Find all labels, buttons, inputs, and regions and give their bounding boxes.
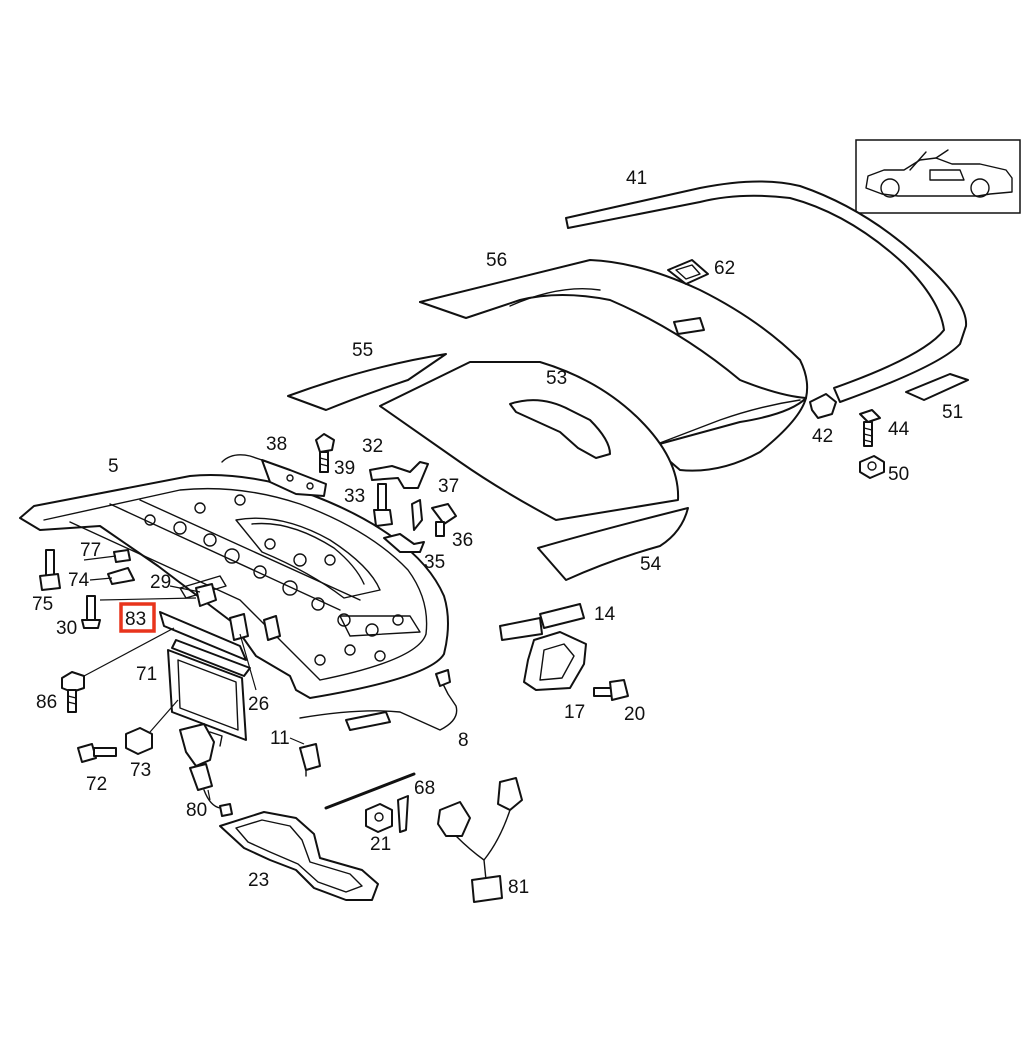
- part-53-headliner-middle: [379, 361, 680, 521]
- label-21: 21: [370, 834, 391, 855]
- label-36: 36: [452, 530, 473, 551]
- label-77: 77: [80, 540, 101, 561]
- part-73-nut: [125, 727, 153, 755]
- label-11: 11: [270, 728, 290, 749]
- part-75-bolt: [39, 549, 61, 591]
- part-74-clip: [107, 567, 135, 585]
- part-44-screw: [859, 409, 881, 447]
- label-26: 26: [248, 694, 269, 715]
- label-55: 55: [352, 340, 373, 361]
- part-21-nut: [365, 803, 393, 833]
- label-75: 75: [32, 594, 53, 615]
- part-33-bolt: [373, 483, 393, 527]
- label-72: 72: [86, 774, 107, 795]
- part-35-clip: [383, 533, 425, 553]
- part-36-bolt: [431, 503, 457, 537]
- part-54-strip: [537, 507, 689, 581]
- label-83: 83: [125, 609, 146, 630]
- label-30: 30: [56, 618, 77, 639]
- part-83-strip: [159, 611, 247, 661]
- part-37-pin: [411, 499, 423, 531]
- part-81-harness: [437, 777, 523, 903]
- leader-lines: [83, 555, 305, 801]
- part-14-gas-strut: [499, 603, 585, 641]
- label-37: 37: [438, 476, 459, 497]
- label-56: 56: [486, 250, 507, 271]
- label-41: 41: [626, 168, 647, 189]
- part-23-tray: [219, 811, 379, 901]
- car-thumbnail-inset: [855, 139, 1021, 214]
- label-39: 39: [334, 458, 355, 479]
- label-80: 80: [186, 800, 207, 821]
- part-56-headliner-upper: [419, 259, 809, 472]
- part-68-seal: [324, 772, 416, 833]
- highlight-box-83: [119, 602, 156, 633]
- label-23: 23: [248, 870, 269, 891]
- label-71: 71: [136, 664, 157, 685]
- part-39-bolt: [315, 433, 335, 473]
- label-20: 20: [624, 704, 645, 725]
- label-33: 33: [344, 486, 365, 507]
- part-32-bracket: [369, 461, 429, 489]
- part-11-connector: [299, 743, 321, 777]
- part-62-dome-frame: [667, 259, 709, 285]
- part-50-nut: [859, 455, 885, 479]
- label-8: 8: [458, 730, 469, 751]
- part-42-clip: [809, 393, 837, 419]
- label-32: 32: [362, 436, 383, 457]
- label-42: 42: [812, 426, 833, 447]
- part-29-clip: [195, 583, 217, 607]
- label-50: 50: [888, 464, 909, 485]
- label-29: 29: [150, 572, 171, 593]
- part-41-roof-trim: [565, 180, 968, 403]
- label-62: 62: [714, 258, 735, 279]
- part-labels: 41 62 56 55 53 51 42 44 50 54 5 38 39 32…: [32, 168, 963, 898]
- part-38-bracket: [221, 454, 327, 497]
- label-53: 53: [546, 368, 567, 389]
- part-17-hinge-plate: [523, 631, 587, 691]
- part-77-clip: [113, 549, 131, 563]
- label-35: 35: [424, 552, 445, 573]
- label-17: 17: [564, 702, 585, 723]
- part-72-bolt: [77, 743, 117, 763]
- label-54: 54: [640, 554, 662, 575]
- part-26-lock: [229, 613, 281, 641]
- label-86: 86: [36, 692, 57, 713]
- label-74: 74: [68, 570, 90, 591]
- part-20-bolt: [593, 679, 629, 701]
- part-86-bolt: [61, 671, 85, 713]
- label-44: 44: [888, 419, 910, 440]
- part-55-strip: [287, 353, 447, 411]
- part-71-plate: [167, 639, 251, 741]
- label-14: 14: [594, 604, 616, 625]
- part-80-actuator: [179, 723, 233, 817]
- label-5: 5: [108, 456, 119, 477]
- label-68: 68: [414, 778, 435, 799]
- label-73: 73: [130, 760, 151, 781]
- label-81: 81: [508, 877, 529, 898]
- label-38: 38: [266, 434, 287, 455]
- label-51: 51: [942, 402, 963, 423]
- part-8-cable: [299, 669, 458, 731]
- part-30-screw: [81, 595, 101, 629]
- part-51-pad: [905, 373, 969, 401]
